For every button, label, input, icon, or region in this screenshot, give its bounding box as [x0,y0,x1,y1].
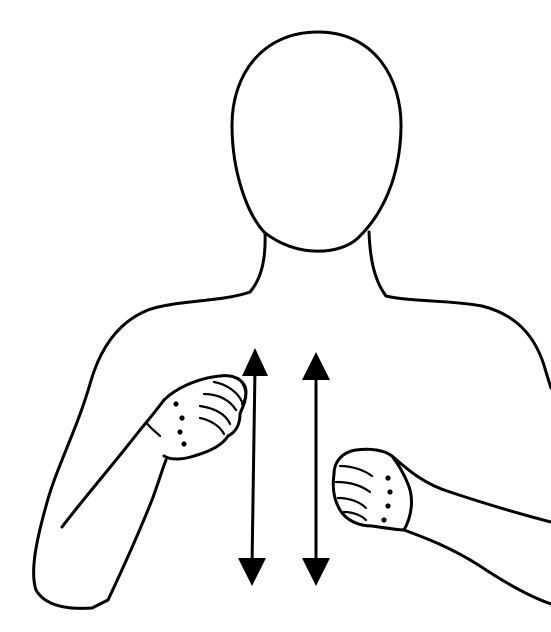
neck-right [369,232,386,296]
left-arrow-head-up [242,348,268,376]
left-fist-dots [173,401,186,446]
neck-left [250,233,265,292]
right-fist-dots [381,475,392,522]
left-shoulder [34,292,250,608]
right-double-arrow [302,352,330,586]
right-arrow-head-up [302,352,330,380]
right-forearm-lower [404,530,551,604]
right-forearm-upper [392,456,551,522]
left-fist [164,376,246,459]
left-arrow-shaft [252,368,255,566]
left-wrist-crease [146,422,160,436]
right-shoulder [386,296,551,388]
left-arrow-head-down [238,558,266,586]
left-forearm-outer [108,460,166,600]
head-outline [232,32,401,251]
left-fist-knuckles [200,382,242,434]
right-arrow-head-down [302,558,330,586]
